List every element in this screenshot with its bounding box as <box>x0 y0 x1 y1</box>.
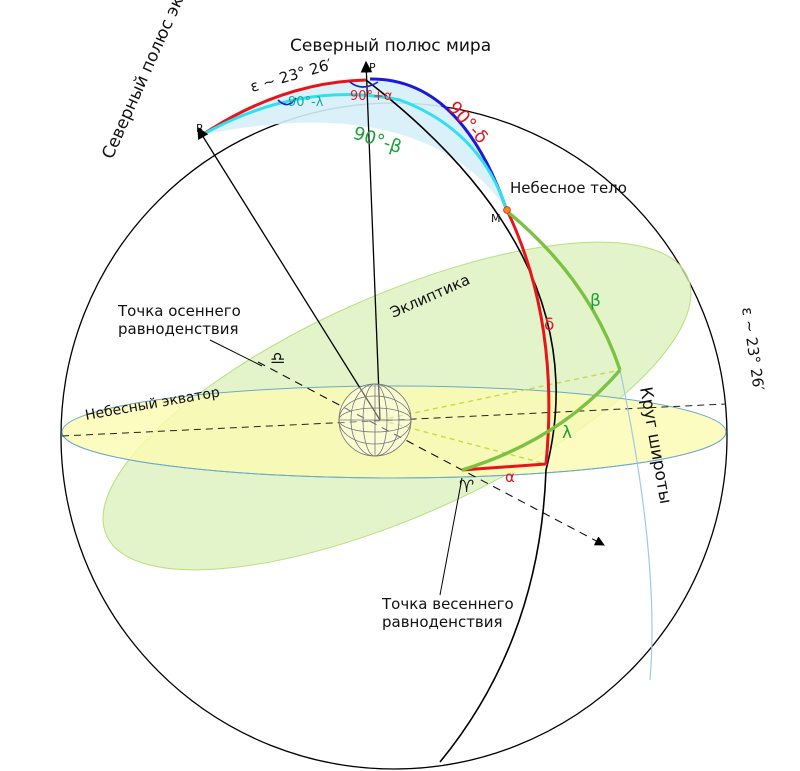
celestial-body-marker <box>503 206 511 214</box>
latitude-circle-back <box>619 369 653 681</box>
autumn-equinox-label-2: равноденствия <box>118 320 239 338</box>
autumn-equinox-label-1: Точка осеннего <box>117 302 241 320</box>
celestial-body-label: Небесное тело <box>510 179 627 197</box>
shaded-triangle-region <box>202 80 506 208</box>
angle-ninety-plus-alpha: 90°+α <box>350 89 393 104</box>
arc-alpha-red <box>461 462 547 472</box>
arc-delta-red <box>504 207 551 465</box>
angle-ninety-minus-lambda: 90°-λ <box>288 95 324 110</box>
angle-alpha: α <box>505 468 515 486</box>
angle-delta: δ <box>544 315 554 335</box>
equator-edge-front <box>61 431 727 479</box>
ecliptic-pole-axis <box>201 134 381 421</box>
point-r-label: R <box>196 122 204 135</box>
angle-mark-r <box>277 97 297 106</box>
arc-ninety-minus-beta-cyan <box>201 93 508 209</box>
equator-diameter <box>61 403 727 437</box>
point-m-label: M <box>491 212 501 225</box>
earth-globe <box>338 383 412 457</box>
north-celestial-pole-label: Северный полюс мира <box>290 36 491 56</box>
spring-equinox-leader <box>439 477 463 596</box>
center-to-body-dashed <box>379 419 547 465</box>
spring-equinox-label-1: Точка весеннего <box>381 595 514 613</box>
autumn-equinox-leader <box>209 339 263 367</box>
point-p-label: P <box>369 61 376 74</box>
angle-mark-p <box>349 81 379 88</box>
hour-circle-black <box>365 79 557 763</box>
celestial-pole-axis <box>360 60 381 421</box>
arc-beta-green <box>506 210 622 371</box>
ecliptic-pole-arrow <box>197 126 209 141</box>
libra-symbol: ♎ <box>270 349 285 369</box>
angle-beta: β <box>590 291 601 311</box>
aries-symbol: ♈ <box>459 477 474 497</box>
angle-lambda: λ <box>562 423 572 443</box>
obliquity-right-label: ε ~ 23° 26′ <box>738 306 768 392</box>
arc-epsilon-red <box>201 78 367 137</box>
equinox-axis <box>257 361 605 546</box>
north-ecliptic-pole-label: Северный полюс эклиптики <box>98 0 218 162</box>
spring-equinox-label-2: равноденствия <box>382 613 503 631</box>
center-to-latitude-dashed <box>379 369 621 421</box>
arc-lambda-green <box>461 368 622 472</box>
